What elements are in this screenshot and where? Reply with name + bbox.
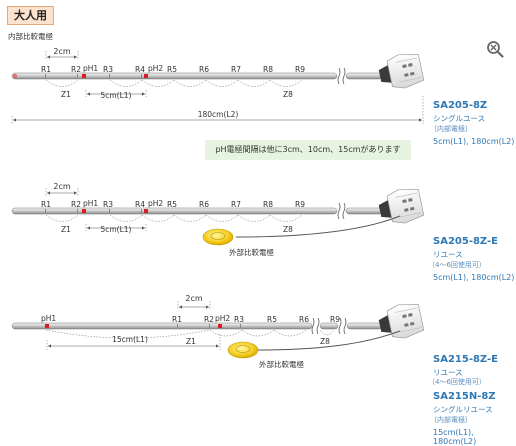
sensor-label: R2 <box>71 200 81 209</box>
sensor-label: R3 <box>234 315 244 324</box>
sensor-label: R8 <box>263 200 273 209</box>
model-sa215-8z-e: SA215-8Z-E <box>433 354 498 365</box>
adult-use-tag: 大人用 <box>7 6 54 25</box>
sensor-label: R5 <box>267 315 277 324</box>
sensor-label: pH2 <box>215 314 230 323</box>
model-sa205-8z: SA205-8Z <box>433 100 488 111</box>
impedance-z1: Z1 <box>61 225 71 234</box>
impedance-z8: Z8 <box>283 225 293 234</box>
sensor-label: R9 <box>330 315 340 324</box>
model-sizes: 15cm(L1), 180cm(L2) <box>433 428 477 446</box>
sensor-label: pH1 <box>83 199 98 208</box>
sensor-label: R2 <box>204 315 214 324</box>
sensor-label: R8 <box>263 65 273 74</box>
impedance-z8: Z8 <box>283 90 293 99</box>
sensor-label: pH2 <box>148 199 163 208</box>
impedance-z8: Z8 <box>320 337 330 346</box>
external-ref-label: 外部比較電極 <box>229 247 274 257</box>
sensor-label: R7 <box>231 65 241 74</box>
model-type: リユース <box>433 368 463 377</box>
sensor-label: R5 <box>167 200 177 209</box>
sensor-label: R3 <box>103 200 113 209</box>
sensor-label: R6 <box>199 200 209 209</box>
model-type: リユース <box>433 250 463 259</box>
reuse-count: （4～6回使用可） <box>428 261 486 269</box>
dim-180cm: 180cm(L2) <box>198 110 239 119</box>
impedance-z1: Z1 <box>186 337 196 346</box>
model-sizes: 5cm(L1), 180cm(L2) <box>433 137 515 146</box>
sensor-label: R6 <box>199 65 209 74</box>
dim-5cm: 5cm(L1) <box>100 91 131 100</box>
sensor-label: R6 <box>299 315 309 324</box>
probe-sa215-8z-e: 2cm pH1 R1 R2 pH2 R3 R5 R6 R9 Z1 Z8 <box>11 294 426 369</box>
sensor-label: R3 <box>103 65 113 74</box>
sensor-label: pH1 <box>41 314 56 323</box>
sensor-label: pH1 <box>83 64 98 73</box>
sensor-label: R4 <box>135 65 145 74</box>
sensor-label: R1 <box>41 200 51 209</box>
ref-note: 〔内部電極〕 <box>430 125 472 133</box>
sensor-label: R1 <box>41 65 51 74</box>
model-sa205-8z-e: SA205-8Z-E <box>433 236 498 247</box>
model-type: シングルユース <box>433 114 486 123</box>
probe-sa205-8z: 内部比較電極 2cm R1 R2 pH1 R3 R4 pH2 R5 R6 R7 … <box>8 31 426 124</box>
sensor-label: R1 <box>172 315 182 324</box>
ph-spacing-note: pH電極間隔は他に3cm、10cm、15cmがあります <box>205 140 411 160</box>
dim-2cm: 2cm <box>53 182 70 191</box>
dim-15cm: 15cm(L1) <box>112 335 148 344</box>
magnifier-plus-icon[interactable] <box>486 40 504 58</box>
dim-2cm: 2cm <box>53 47 70 56</box>
internal-ref-label: 内部比較電極 <box>8 31 53 41</box>
model-sa215n-8z: SA215N-8Z <box>433 391 496 402</box>
dim-5cm: 5cm(L1) <box>100 225 131 234</box>
impedance-z1: Z1 <box>61 90 71 99</box>
sensor-label: R2 <box>71 65 81 74</box>
ref-note: 〔内部電極〕 <box>430 416 472 424</box>
external-ref-label: 外部比較電極 <box>259 359 304 369</box>
sensor-label: R5 <box>167 65 177 74</box>
reuse-count: （4～6回使用可） <box>428 378 486 386</box>
probe-sa205-8z-e: 2cm R1 R2 pH1 R3 R4 pH2 R5 R6 R7 R8 R9 Z… <box>11 182 426 257</box>
sensor-label: pH2 <box>148 64 163 73</box>
model-type: シングルリユース <box>433 405 493 414</box>
model-sizes: 5cm(L1), 180cm(L2) <box>433 273 515 282</box>
sensor-label: R9 <box>295 65 305 74</box>
sensor-label: R9 <box>295 200 305 209</box>
dim-2cm: 2cm <box>185 294 202 303</box>
sensor-label: R4 <box>135 200 145 209</box>
sensor-label: R7 <box>231 200 241 209</box>
